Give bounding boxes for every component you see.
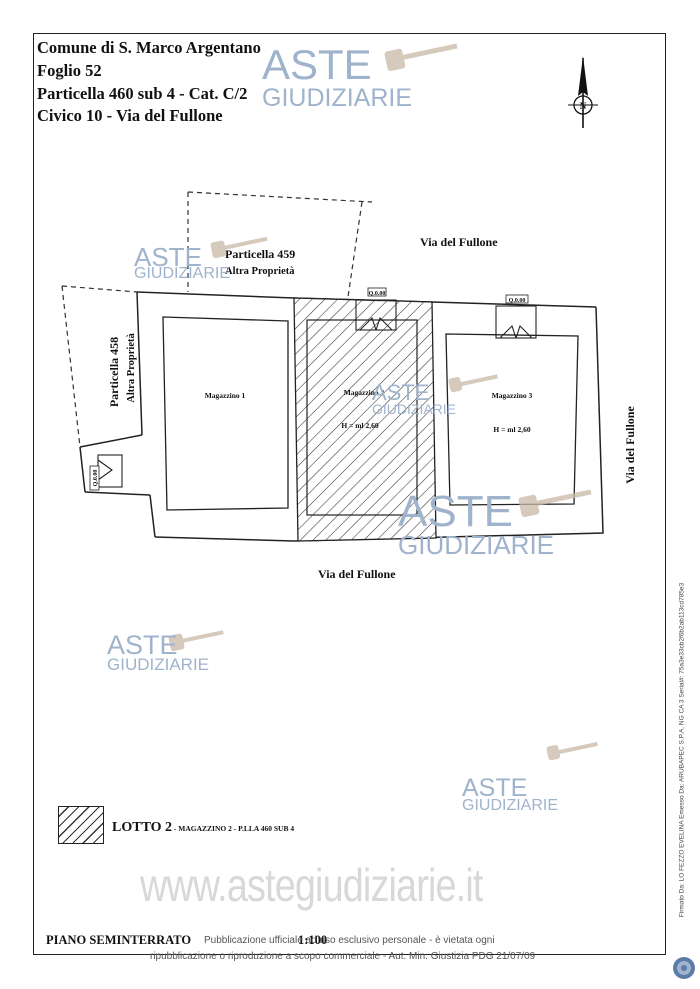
- digital-signature-strip: Firmato Da: LO FEZZO EVELINA Emesso Da: …: [678, 582, 686, 918]
- gavel-watermark-icon: [210, 236, 268, 259]
- gavel-watermark-icon: [384, 43, 458, 72]
- footer-scala: 1:100: [298, 933, 328, 947]
- watermark-site-url: www.astegiudiziarie.it: [140, 859, 483, 911]
- disclaimer-line-2: ripubblicazione o riproduzione a scopo c…: [150, 951, 536, 962]
- header-particella: Particella 460 sub 4 - Cat. C/2: [37, 84, 248, 103]
- particella-459-outline: [187, 191, 373, 298]
- svg-text:Q.0.00: Q.0.00: [509, 298, 526, 304]
- watermark-giudiziarie: GIUDIZIARIE: [107, 655, 210, 674]
- north-arrow-icon: N: [568, 56, 598, 128]
- door-particella-458: [97, 454, 123, 488]
- particella-458-outline: [61, 285, 138, 448]
- watermark-aste: ASTE: [398, 487, 513, 536]
- particella-458-owner: Altra Proprietà: [126, 333, 137, 403]
- door-magazzino-2: [355, 299, 397, 331]
- watermark-aste: ASTE: [262, 41, 372, 88]
- svg-text:N: N: [580, 101, 587, 111]
- street-label-right: Via del Fullone: [623, 406, 637, 484]
- watermark-giudiziarie: GIUDIZIARIE: [398, 530, 555, 560]
- magazzino-2-height: H = ml 2,60: [341, 421, 378, 430]
- header-civico: Civico 10 - Via del Fullone: [37, 106, 223, 125]
- magazzino-2-hatch: [293, 297, 437, 542]
- svg-text:Q.0.00: Q.0.00: [93, 470, 99, 487]
- magazzino-1-room: [162, 316, 289, 511]
- watermark-giudiziarie: GIUDIZIARIE: [372, 401, 457, 417]
- magazzino-3-height: H = ml 2,60: [493, 425, 530, 434]
- watermark-aste: ASTE: [372, 380, 430, 405]
- seal-icon: [673, 957, 695, 979]
- magazzino-1-label: Magazzino 1: [205, 391, 246, 400]
- watermark-aste: ASTE: [134, 242, 202, 272]
- watermark-aste: ASTE: [107, 630, 178, 660]
- watermark-giudiziarie: GIUDIZIARIE: [462, 797, 559, 814]
- gavel-watermark-icon: [448, 374, 498, 393]
- elevation-marker-1: Q.0.00: [367, 287, 387, 297]
- watermark-giudiziarie: GIUDIZIARIE: [262, 84, 413, 112]
- svg-text:Q.0.00: Q.0.00: [369, 291, 386, 297]
- drawing-frame: [33, 33, 666, 955]
- street-label-top: Via del Fullone: [420, 235, 498, 249]
- gavel-watermark-icon: [518, 489, 592, 518]
- particella-459-owner: Altra Proprietà: [225, 266, 295, 277]
- legend-hatch-swatch: [58, 806, 104, 844]
- watermark-giudiziarie: GIUDIZIARIE: [134, 265, 231, 282]
- magazzino-3-room: [445, 333, 579, 506]
- legend-text: LOTTO 2 - MAGAZZINO 2 - P.LLA 460 SUB 4: [112, 818, 294, 836]
- elevation-marker-3: Q.0.00: [89, 465, 100, 491]
- particella-459-label: Particella 459: [225, 247, 295, 261]
- elevation-marker-2: Q.0.00: [505, 294, 529, 304]
- magazzino-3-label: Magazzino 3: [492, 391, 533, 400]
- watermark-aste: ASTE: [462, 774, 528, 802]
- disclaimer-line-1: Pubblicazione ufficiale ad uso esclusivo…: [204, 935, 495, 946]
- legend-detail: - MAGAZZINO 2 - P.LLA 460 SUB 4: [172, 824, 295, 833]
- particella-458-label: Particella 458: [107, 337, 121, 407]
- gavel-watermark-icon: [546, 742, 598, 761]
- door-magazzino-3: [495, 305, 537, 339]
- magazzino-2-inner: [306, 319, 418, 516]
- gavel-watermark-icon: [168, 630, 224, 652]
- street-label-bottom: Via del Fullone: [318, 567, 396, 581]
- footer-piano: PIANO SEMINTERRATO: [46, 933, 192, 947]
- legend-lotto: LOTTO 2: [112, 820, 173, 835]
- header-foglio: Foglio 52: [37, 61, 102, 80]
- magazzino-2-label: Magazzino 2: [344, 388, 385, 397]
- header-comune: Comune di S. Marco Argentano: [37, 38, 261, 57]
